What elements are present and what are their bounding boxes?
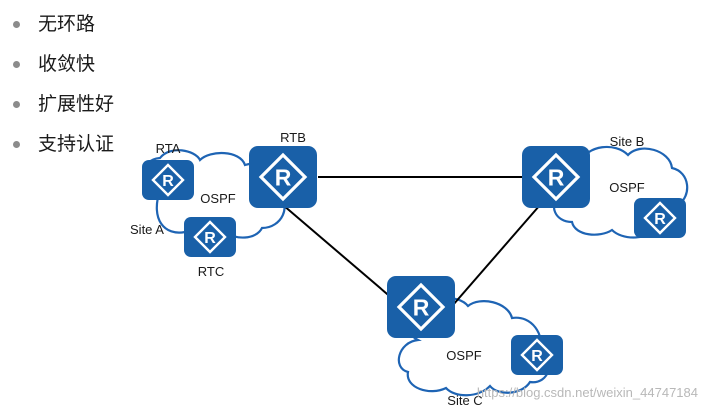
feature-item: 扩展性好	[10, 90, 114, 130]
router-icon	[509, 333, 565, 377]
feature-list: 无环路 收敛快 扩展性好 支持认证	[10, 10, 114, 170]
bullet-dot-icon	[13, 141, 20, 148]
feature-item: 支持认证	[10, 130, 114, 170]
watermark-text: https://blog.csdn.net/weixin_44747184	[477, 385, 698, 400]
router-icon	[632, 196, 688, 240]
label-site-a: Site A	[130, 222, 164, 237]
link-siteb-sitec	[452, 204, 541, 306]
label-rtc: RTC	[198, 264, 224, 279]
feature-item: 无环路	[10, 10, 114, 50]
bullet-dot-icon	[13, 21, 20, 28]
router-icon	[182, 215, 238, 259]
link-rtb-sitec	[282, 204, 401, 306]
router-icon	[385, 274, 457, 340]
feature-text: 支持认证	[38, 133, 115, 155]
label-ospf-c: OSPF	[446, 348, 481, 363]
label-ospf-b: OSPF	[609, 180, 644, 195]
label-ospf-a: OSPF	[200, 191, 235, 206]
feature-text: 无环路	[38, 13, 96, 35]
feature-text: 扩展性好	[38, 93, 115, 115]
router-icon	[520, 144, 592, 210]
feature-text: 收敛快	[38, 53, 96, 75]
label-rtb: RTB	[280, 130, 306, 145]
feature-item: 收敛快	[10, 50, 114, 90]
bullet-dot-icon	[13, 101, 20, 108]
router-icon	[247, 144, 319, 210]
label-site-b: Site B	[610, 134, 645, 149]
label-rta: RTA	[156, 141, 181, 156]
label-site-c: Site C	[447, 393, 482, 408]
router-icon	[140, 158, 196, 202]
bullet-dot-icon	[13, 61, 20, 68]
